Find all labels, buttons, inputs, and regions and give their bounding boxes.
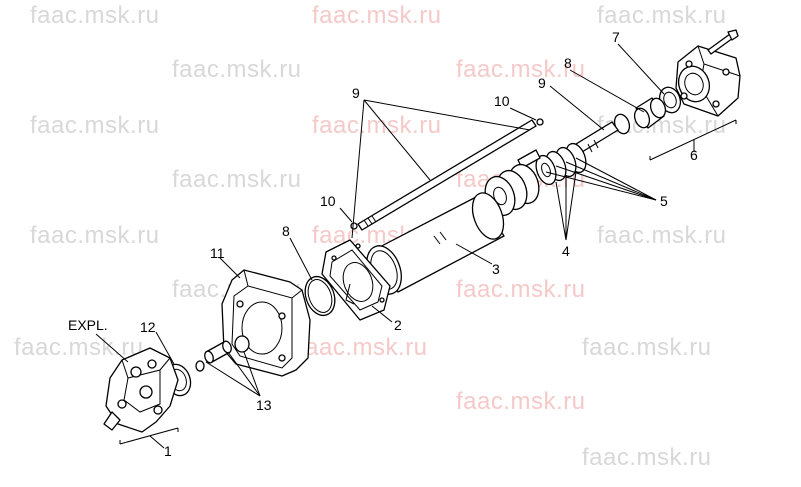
part-13-valve bbox=[195, 340, 232, 372]
watermark: faac.msk.ru bbox=[30, 2, 160, 29]
label-part-1: 1 bbox=[164, 443, 172, 459]
watermark: faac.msk.ru bbox=[172, 56, 302, 83]
label-part-11: 11 bbox=[210, 245, 225, 261]
part-10-nut bbox=[536, 118, 544, 126]
label-part-6: 6 bbox=[690, 147, 698, 163]
part-11-front-housing bbox=[221, 269, 311, 377]
label-part-8-left: 8 bbox=[282, 223, 290, 239]
watermark: faac.msk.ru bbox=[582, 334, 712, 361]
label-part-10-left: 10 bbox=[320, 193, 336, 209]
label-part-2: 2 bbox=[394, 317, 402, 333]
watermark: faac.msk.ru bbox=[312, 2, 442, 29]
watermark: faac.msk.ru bbox=[172, 166, 302, 193]
watermark: faac.msk.ru bbox=[30, 222, 160, 249]
watermark: faac.msk.ru bbox=[582, 444, 712, 471]
watermark: faac.msk.ru bbox=[30, 112, 160, 139]
part-10-nut bbox=[350, 222, 358, 230]
watermark: faac.msk.ru bbox=[312, 112, 442, 139]
label-part-5: 5 bbox=[660, 193, 668, 209]
label-part-10-top: 10 bbox=[494, 93, 510, 109]
part-6-rear-bracket bbox=[675, 29, 741, 117]
part-2-flange-plate bbox=[321, 239, 391, 321]
label-part-13: 13 bbox=[256, 397, 272, 413]
label-part-9-top: 9 bbox=[352, 85, 360, 101]
label-part-7: 7 bbox=[612, 29, 620, 45]
part-labels: EXPL. 1 2 3 4 5 6 7 8 8 9 9 10 10 11 12 … bbox=[68, 29, 698, 459]
watermark: faac.msk.ru bbox=[456, 276, 586, 303]
part-1-pump-body bbox=[103, 347, 179, 433]
watermark: faac.msk.ru bbox=[597, 222, 727, 249]
label-part-4: 4 bbox=[562, 243, 570, 259]
watermark: faac.msk.ru bbox=[456, 388, 586, 415]
label-part-12: 12 bbox=[140, 319, 156, 335]
label-part-9-right: 9 bbox=[538, 75, 546, 91]
leader-lines bbox=[95, 43, 737, 449]
label-part-8-top: 8 bbox=[564, 55, 572, 71]
watermark: faac.msk.ru bbox=[298, 334, 428, 361]
watermark: faac.msk.ru bbox=[456, 56, 586, 83]
label-expl: EXPL. bbox=[68, 317, 108, 333]
part-8-o-ring bbox=[304, 275, 336, 317]
label-part-3: 3 bbox=[492, 261, 500, 277]
part-8-bushing bbox=[633, 97, 667, 129]
part-9-tie-rod bbox=[357, 119, 537, 231]
watermark: faac.msk.ru bbox=[597, 2, 727, 29]
